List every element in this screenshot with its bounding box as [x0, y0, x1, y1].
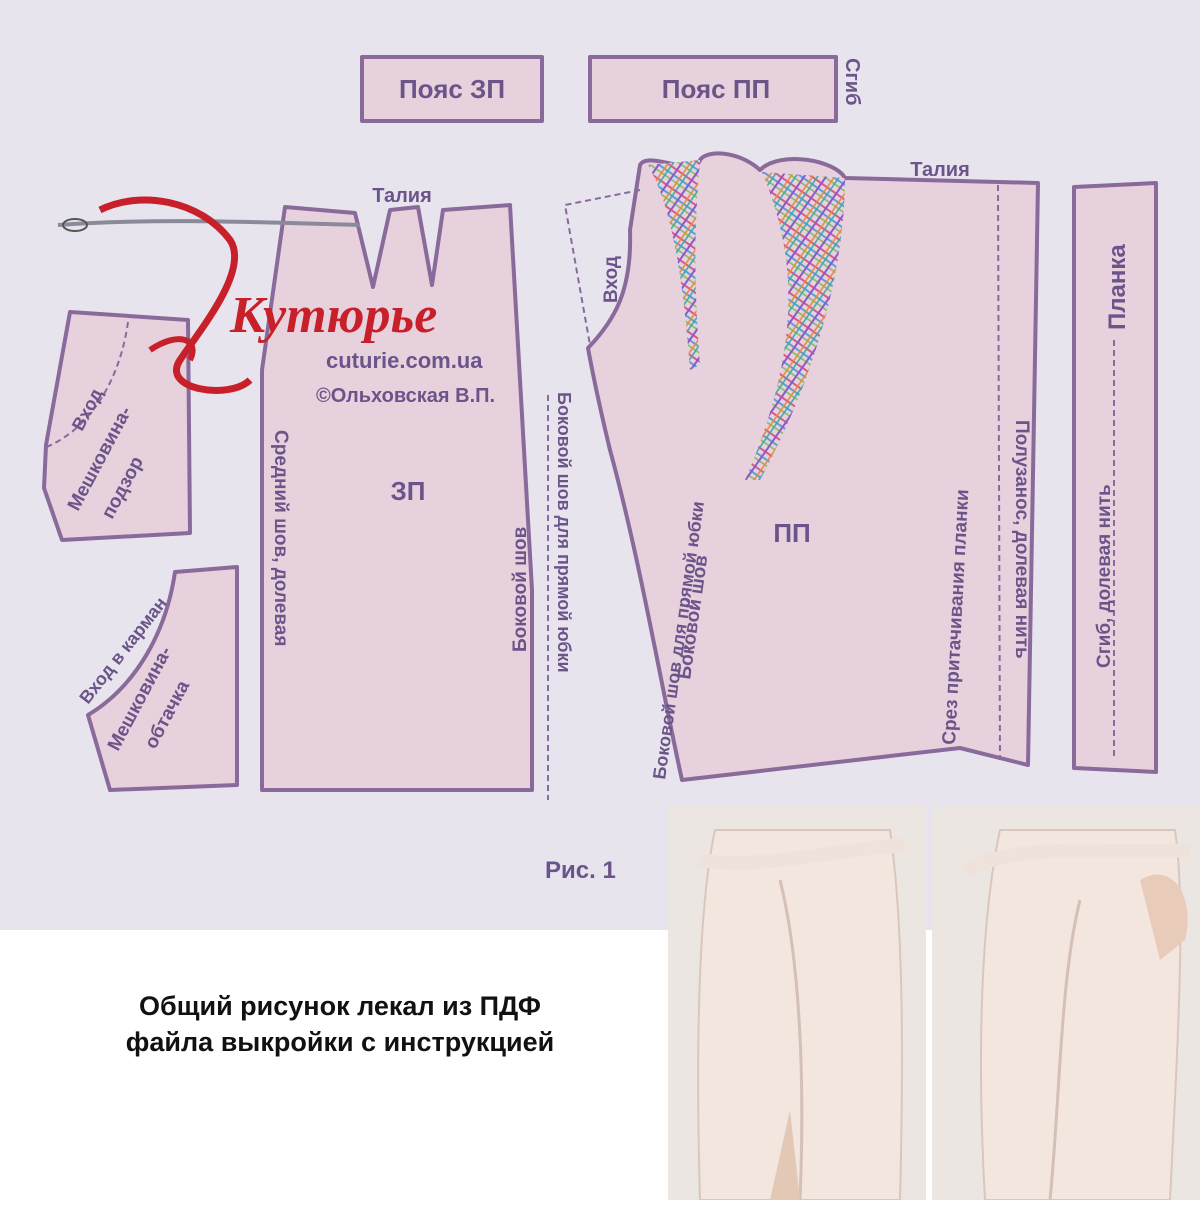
skirt-photo-front: [668, 805, 926, 1201]
needle-eye-icon: [62, 218, 88, 232]
placket-label: Планка: [1104, 244, 1131, 330]
fold-label-top: Сгиб: [841, 58, 863, 105]
belt-back-piece: [360, 55, 544, 123]
cuturie-logo: Кутюрье cuturie.com.ua ©Ольховская В.П.: [57, 196, 495, 407]
caption-line-2: файла выкройки с инструкцией: [125, 1027, 555, 1057]
caption: Общий рисунок лекал из ПДФ файла выкройк…: [40, 988, 640, 1060]
front-pleat-plaid-2: [745, 172, 845, 480]
front-overlap-dash: [997, 184, 1001, 761]
front-piece-label: ПП: [773, 518, 810, 548]
back-skirt-piece: [260, 203, 534, 792]
belt-front-label: Пояс ПП: [662, 74, 770, 104]
logo-name: Кутюрье: [229, 287, 437, 344]
logo-site: cuturie.com.ua: [326, 348, 483, 373]
placket-piece: [1072, 181, 1158, 774]
thread-loop-icon: [148, 336, 196, 362]
belt-front-piece: [588, 55, 838, 123]
caption-line-1: Общий рисунок лекал из ПДФ: [139, 991, 541, 1021]
straight-side-seam-back-label: Боковой шов для прямой юбки: [554, 392, 574, 673]
skirt-photo-side: [932, 805, 1200, 1201]
front-skirt-piece: [586, 151, 1040, 782]
front-dash-entry: [563, 189, 641, 346]
front-pleat-plaid-1: [648, 160, 700, 370]
placket-fold-label: Сгиб, долевая нить: [1094, 484, 1115, 668]
logo-author: ©Ольховская В.П.: [316, 385, 495, 407]
waist-back-label: Талия: [372, 185, 432, 207]
center-seam-label: Средний шов, долевая: [270, 430, 291, 646]
back-piece-label: ЗП: [391, 476, 426, 506]
waist-front-label: Талия: [910, 159, 970, 181]
pocket-facing-piece: [86, 565, 239, 792]
half-overlap-label: Полузанос, долевая нить: [1011, 420, 1032, 659]
figure-label: Рис. 1: [545, 857, 616, 884]
pocket-bag-podzor-piece: [42, 310, 192, 542]
side-seam-label: Боковой шов: [510, 527, 531, 652]
entry-front-label: Вход: [601, 256, 622, 303]
belt-back-label: Пояс ЗП: [399, 74, 505, 104]
pocket-entry-dash: [43, 321, 129, 449]
thread-swirl-icon: [98, 196, 253, 394]
